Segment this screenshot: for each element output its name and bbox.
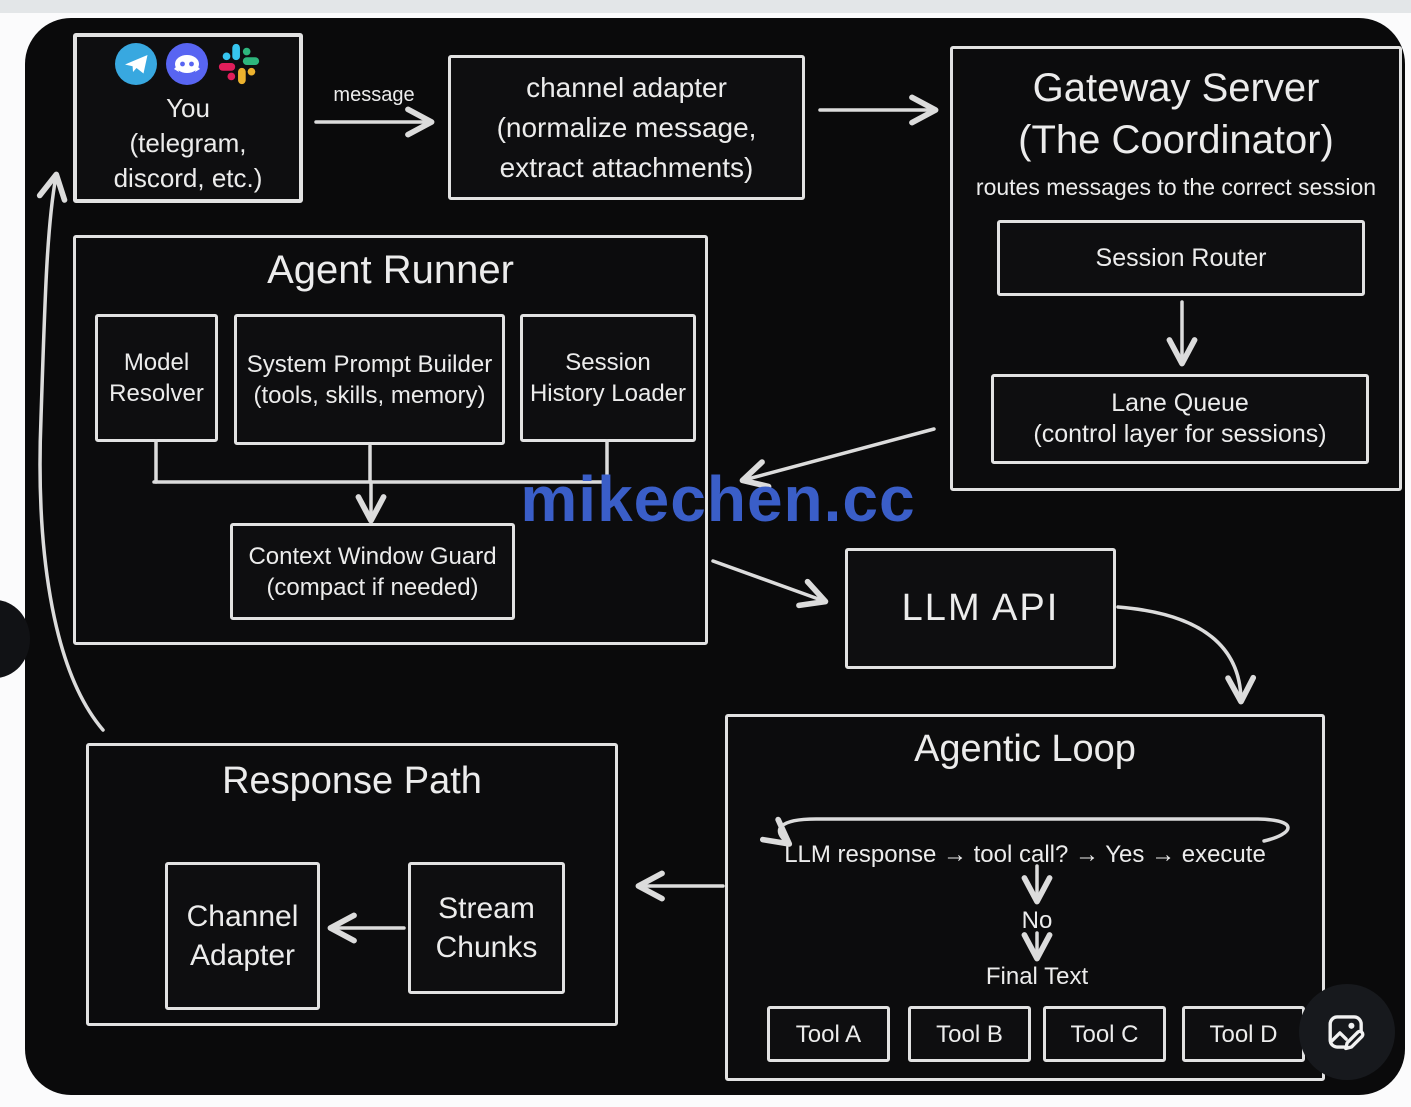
you-node: You (telegram, discord, etc.) [73,33,303,203]
model-resolver-node: Model Resolver [95,314,218,442]
watermark: mikechen.cc [520,463,916,535]
gateway-title-1: Gateway Server [1032,66,1320,110]
lane-queue-line1: Lane Queue [1111,389,1249,417]
rp-ca-line1: Channel [186,900,299,933]
agentic-loop-title: Agentic Loop [914,728,1136,770]
rp-sc-line1: Stream [438,892,535,925]
spb-line1: System Prompt Builder [246,350,493,378]
telegram-icon [115,42,157,85]
cwg-line1: Context Window Guard [248,542,497,570]
you-line2: (telegram, [129,127,247,158]
you-line3: discord, etc.) [113,162,263,193]
tool-a-node: Tool A [767,1006,890,1062]
channel-adapter-node: channel adapter (normalize message, extr… [448,55,805,200]
lane-queue-node: Lane Queue (control layer for sessions) [991,374,1369,464]
response-path-title: Response Path [222,760,482,802]
spb-line2: (tools, skills, memory) [253,381,486,409]
session-history-loader-node: Session History Loader [520,314,696,442]
context-window-guard-node: Context Window Guard (compact if needed) [230,523,515,620]
tool-d-node: Tool D [1182,1006,1305,1062]
image-edit-button[interactable] [1299,984,1395,1080]
rp-ca-line2: Adapter [189,939,296,972]
system-prompt-builder-node: System Prompt Builder (tools, skills, me… [234,314,505,445]
gateway-title-2: (The Coordinator) [1018,118,1334,162]
slack-icon [218,43,260,84]
channel-icons [114,41,262,87]
llm-api-node: LLM API [845,548,1116,669]
shl-line2: History Loader [529,380,687,407]
tool-b-node: Tool B [908,1006,1031,1062]
model-resolver-line1: Model [123,349,190,376]
agentic-loop-final-label: Final Text [985,963,1089,990]
image-edit-icon [1328,1015,1365,1051]
gateway-subtitle: routes messages to the correct session [975,174,1377,200]
tool-c-node: Tool C [1043,1006,1166,1062]
channel-adapter-line2: (normalize message, [496,111,757,143]
message-arrow-label: message [333,84,415,106]
channel-adapter-line1: channel adapter [526,71,727,103]
session-router-node: Session Router [997,220,1365,296]
agent-runner-title: Agent Runner [267,248,514,292]
window-top-strip [0,0,1411,13]
lane-queue-line2: (control layer for sessions) [1033,420,1327,448]
response-channel-adapter-node: Channel Adapter [165,862,320,1010]
discord-icon [166,42,208,85]
stream-chunks-node: Stream Chunks [408,862,565,994]
shl-line1: Session [565,349,651,376]
channel-adapter-line3: extract attachments) [499,151,754,183]
model-resolver-line2: Resolver [109,380,204,407]
rp-sc-line2: Chunks [435,931,538,964]
agentic-loop-no-label: No [1021,907,1053,934]
agentic-loop-flow-text: LLM response → tool call? → Yes → execut… [784,841,1266,868]
you-line1: You [166,92,210,123]
cwg-line2: (compact if needed) [266,573,479,601]
